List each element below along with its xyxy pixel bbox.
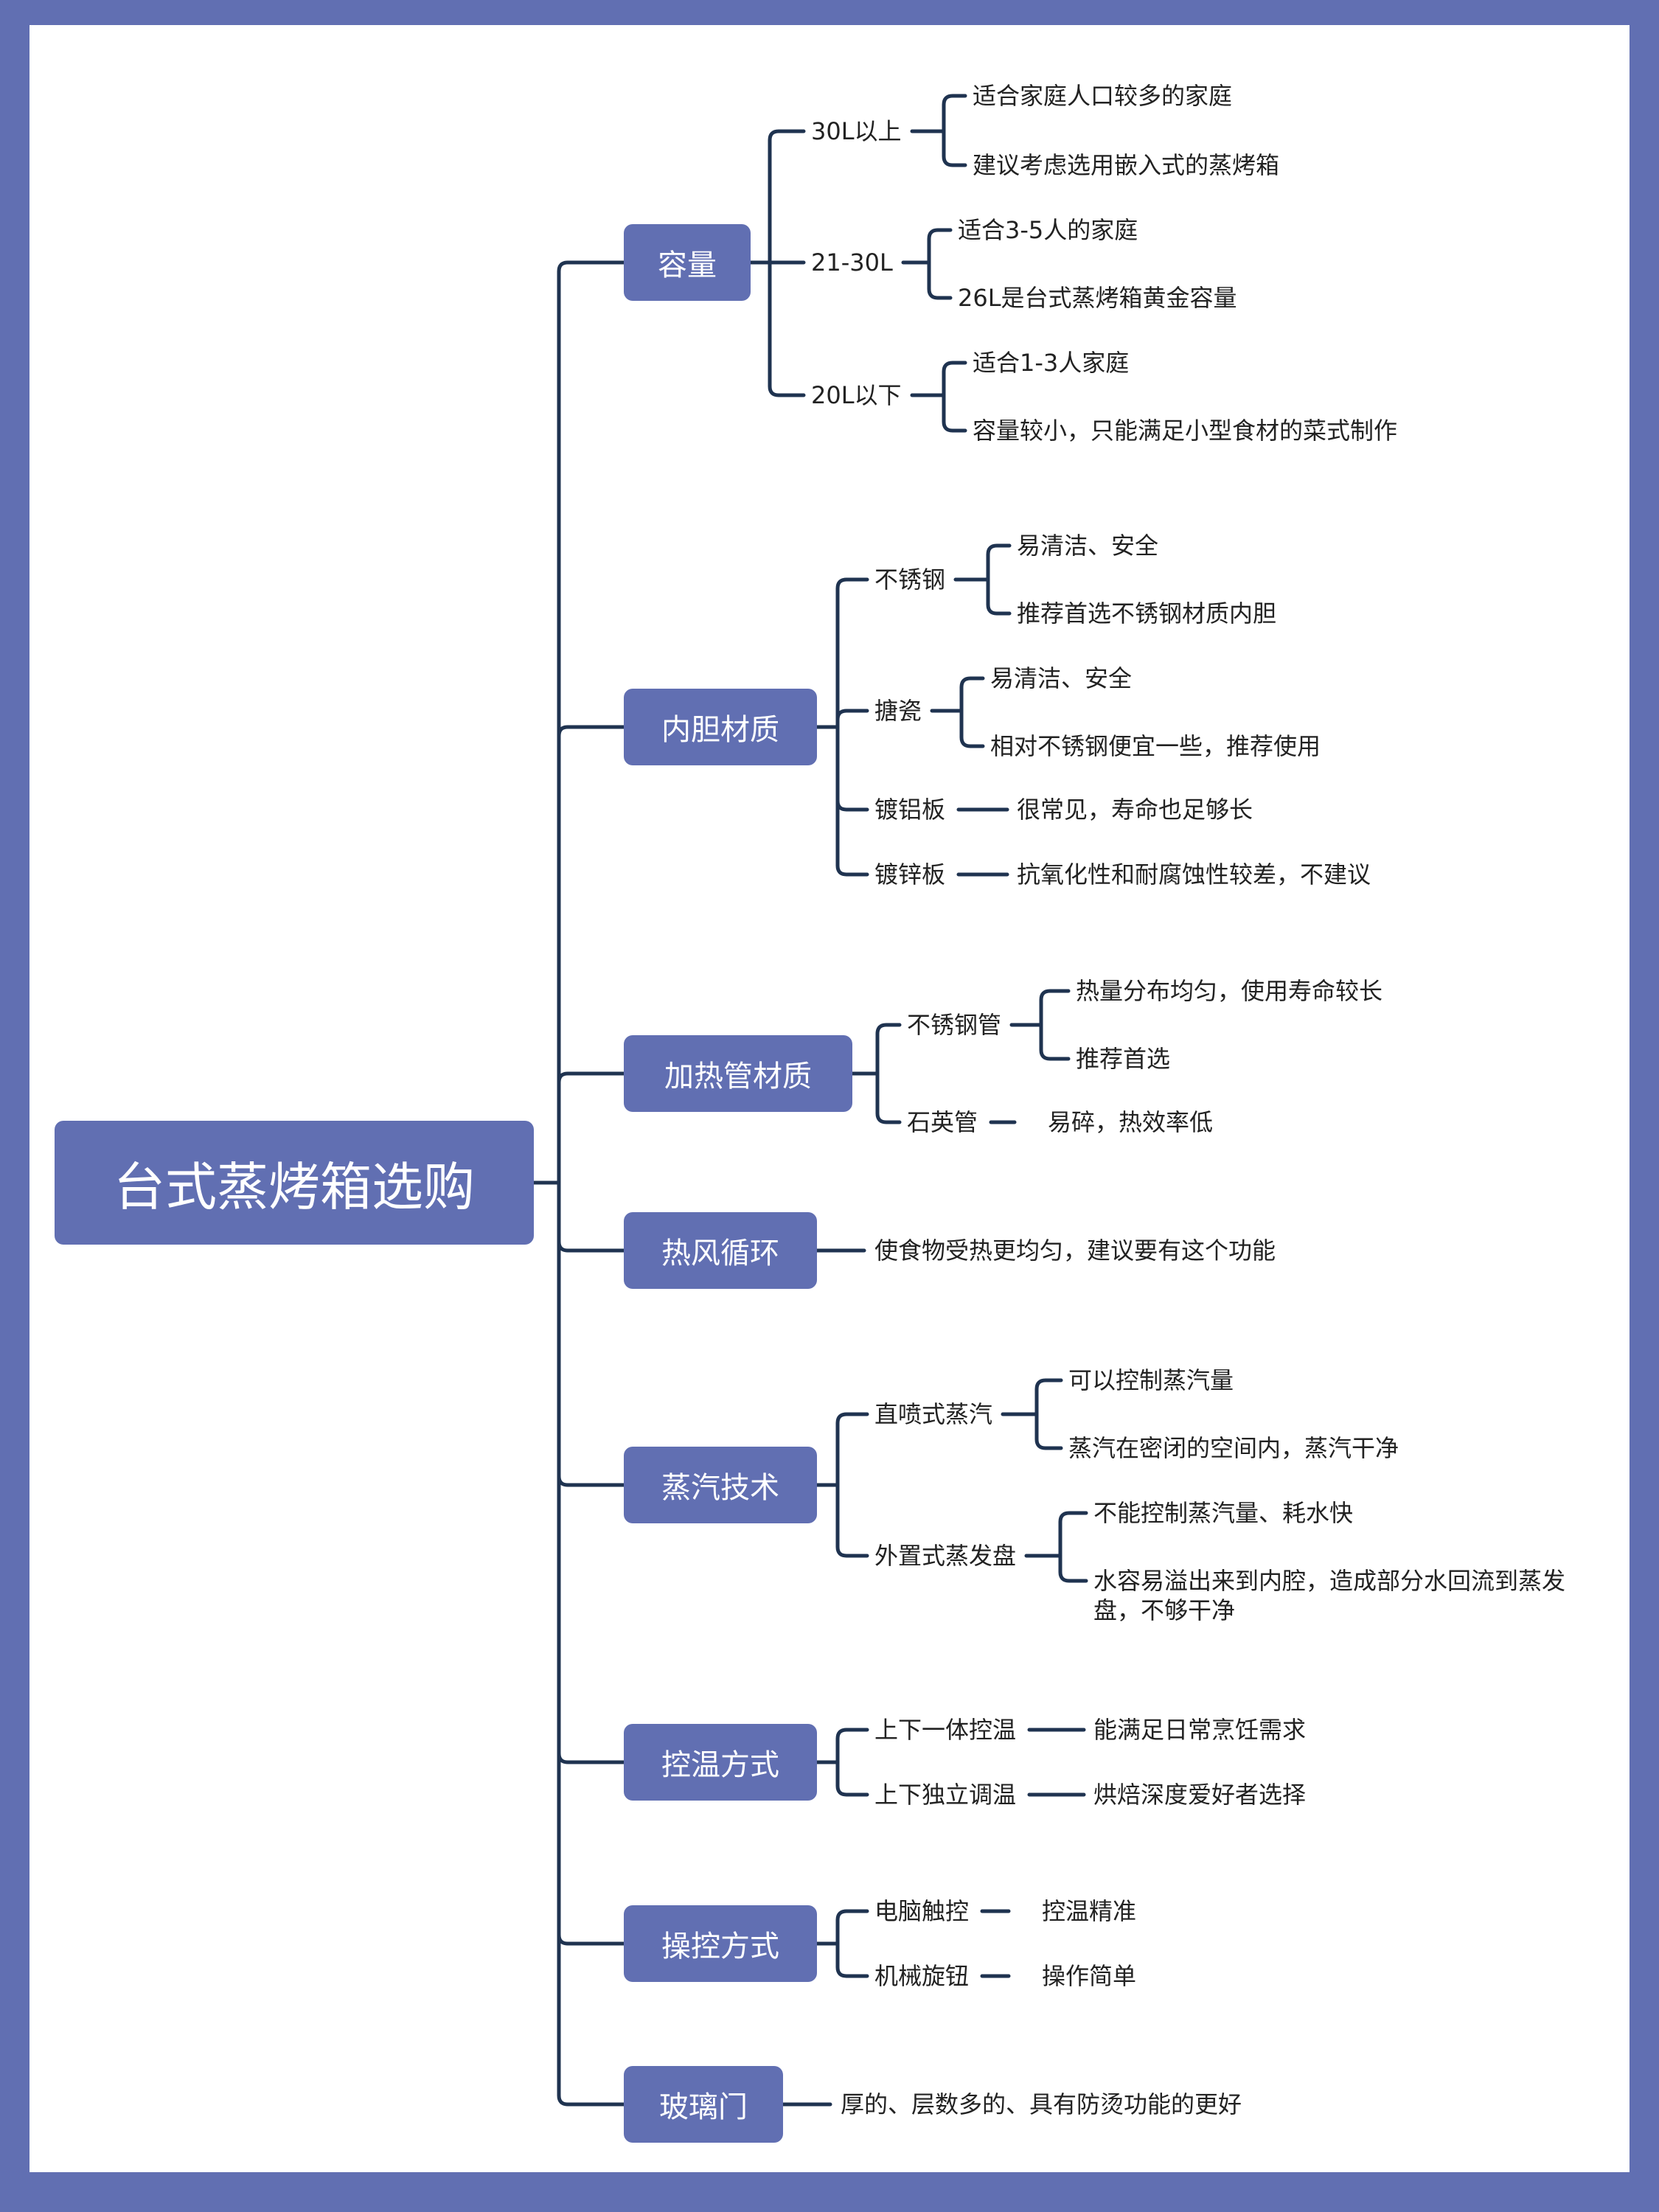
connector-line [835,725,869,877]
subcategory-text: 石英管 [907,1108,978,1136]
leaf-text: 推荐首选 [1076,1045,1171,1073]
connector-line [1039,1023,1071,1061]
subcategory-text: 不锈钢 [874,566,946,594]
connector-line [835,1760,869,1797]
leaf-text: 易清洁、安全 [1017,532,1159,560]
category-node: 蒸汽技术 [624,1447,817,1523]
connector-line [835,1941,869,1978]
connector-line [942,393,967,433]
connector-line [1034,1412,1063,1450]
connector-line [1058,1554,1088,1583]
leaf-text: 控温精准 [1042,1897,1137,1925]
category-node: 玻璃门 [624,2066,783,2143]
connector-line [557,1071,626,1185]
connector-line [986,543,1012,582]
connector-line [959,709,985,748]
connector-line [557,1180,626,1946]
subcategory-text: 上下一体控温 [874,1716,1017,1744]
leaf-text: 抗氧化性和耐腐蚀性较差，不建议 [1017,860,1371,888]
root-node: 台式蒸烤箱选购 [55,1121,534,1245]
category-node: 加热管材质 [624,1035,852,1112]
connector-line [1058,1511,1088,1558]
leaf-text: 易清洁、安全 [990,664,1133,692]
connector-line [959,676,985,713]
connector-line [835,1483,869,1558]
subcategory-text: 21-30L [811,248,893,276]
subcategory-text: 电脑触控 [874,1897,970,1925]
leaf-text: 蒸汽在密闭的空间内，蒸汽干净 [1068,1434,1399,1462]
connector-line [557,1180,626,1253]
connector-line [927,228,953,265]
connector-line [1034,1378,1063,1416]
leaf-text: 烘焙深度爱好者选择 [1093,1781,1307,1809]
connector-line [557,1180,626,1487]
leaf-text: 能满足日常烹饪需求 [1093,1716,1307,1744]
leaf-text: 厚的、层数多的、具有防烫功能的更好 [841,2090,1242,2118]
connector-line [835,709,869,729]
leaf-text: 操作简单 [1042,1962,1137,1990]
subcategory-text: 外置式蒸发盘 [874,1542,1017,1570]
connector-line [835,577,869,729]
category-node: 操控方式 [624,1905,817,1982]
leaf-text: 水容易溢出来到内腔，造成部分水回流到蒸发 [1093,1567,1566,1595]
leaf-text: 不能控制蒸汽量、耗水快 [1093,1499,1354,1527]
subcategory-text: 机械旋钮 [874,1962,970,1990]
connector-line [835,1909,869,1946]
leaf-text: 建议考虑选用嵌入式的蒸烤箱 [973,151,1280,179]
connector-line [986,577,1012,616]
connector-line [927,260,953,300]
connector-line [835,1728,869,1764]
subcategory-text: 20L以下 [811,381,902,409]
leaf-text: 相对不锈钢便宜一些，推荐使用 [990,732,1321,760]
connector-lines [532,94,1088,2107]
connector-line [875,1071,902,1124]
connector-line [835,1412,869,1487]
subcategory-text: 镀铝板 [874,796,946,824]
connector-line [875,1023,902,1076]
connector-line [768,129,806,265]
leaf-text: 推荐首选不锈钢材质内胆 [1017,599,1277,627]
subcategory-text: 不锈钢管 [907,1011,1002,1039]
leaf-text: 可以控制蒸汽量 [1068,1366,1234,1394]
connector-line [835,725,869,812]
connector-line [942,129,967,167]
category-node: 内胆材质 [624,689,817,765]
leaf-text: 容量较小，只能满足小型食材的菜式制作 [973,417,1398,445]
connector-line [557,260,626,1185]
connector-line [557,725,626,1185]
subcategory-text: 搪瓷 [874,697,922,725]
category-node: 控温方式 [624,1724,817,1801]
leaf-text: 适合3-5人的家庭 [958,216,1138,244]
leaf-text: 适合家庭人口较多的家庭 [973,82,1233,110]
leaf-text: 很常见，寿命也足够长 [1017,796,1253,824]
connector-line [1039,989,1071,1027]
leaf-text: 适合1-3人家庭 [973,349,1130,377]
connector-line [768,260,806,397]
subcategory-text: 直喷式蒸汽 [874,1400,993,1428]
connector-line [942,361,967,397]
connector-line [942,94,967,133]
connector-line [557,1180,626,1764]
leaf-text: 26L是台式蒸烤箱黄金容量 [958,284,1237,312]
leaf-text: 盘，不够干净 [1093,1596,1236,1624]
category-node: 热风循环 [624,1212,817,1289]
leaf-text: 热量分布均匀，使用寿命较长 [1076,977,1383,1005]
category-node: 容量 [624,224,751,301]
subcategory-text: 30L以上 [811,117,902,145]
subcategory-text: 上下独立调温 [874,1781,1017,1809]
mind-map-canvas: 台式蒸烤箱选购 容量 30L以上 适合家庭人口较多的家庭建议考虑选用嵌入式的蒸烤箱 2… [29,25,1630,2172]
subcategory-text: 镀锌板 [874,860,946,888]
leaf-text: 使食物受热更均匀，建议要有这个功能 [874,1237,1276,1265]
leaf-text: 易碎，热效率低 [1048,1108,1214,1136]
connector-line [557,1180,626,2107]
